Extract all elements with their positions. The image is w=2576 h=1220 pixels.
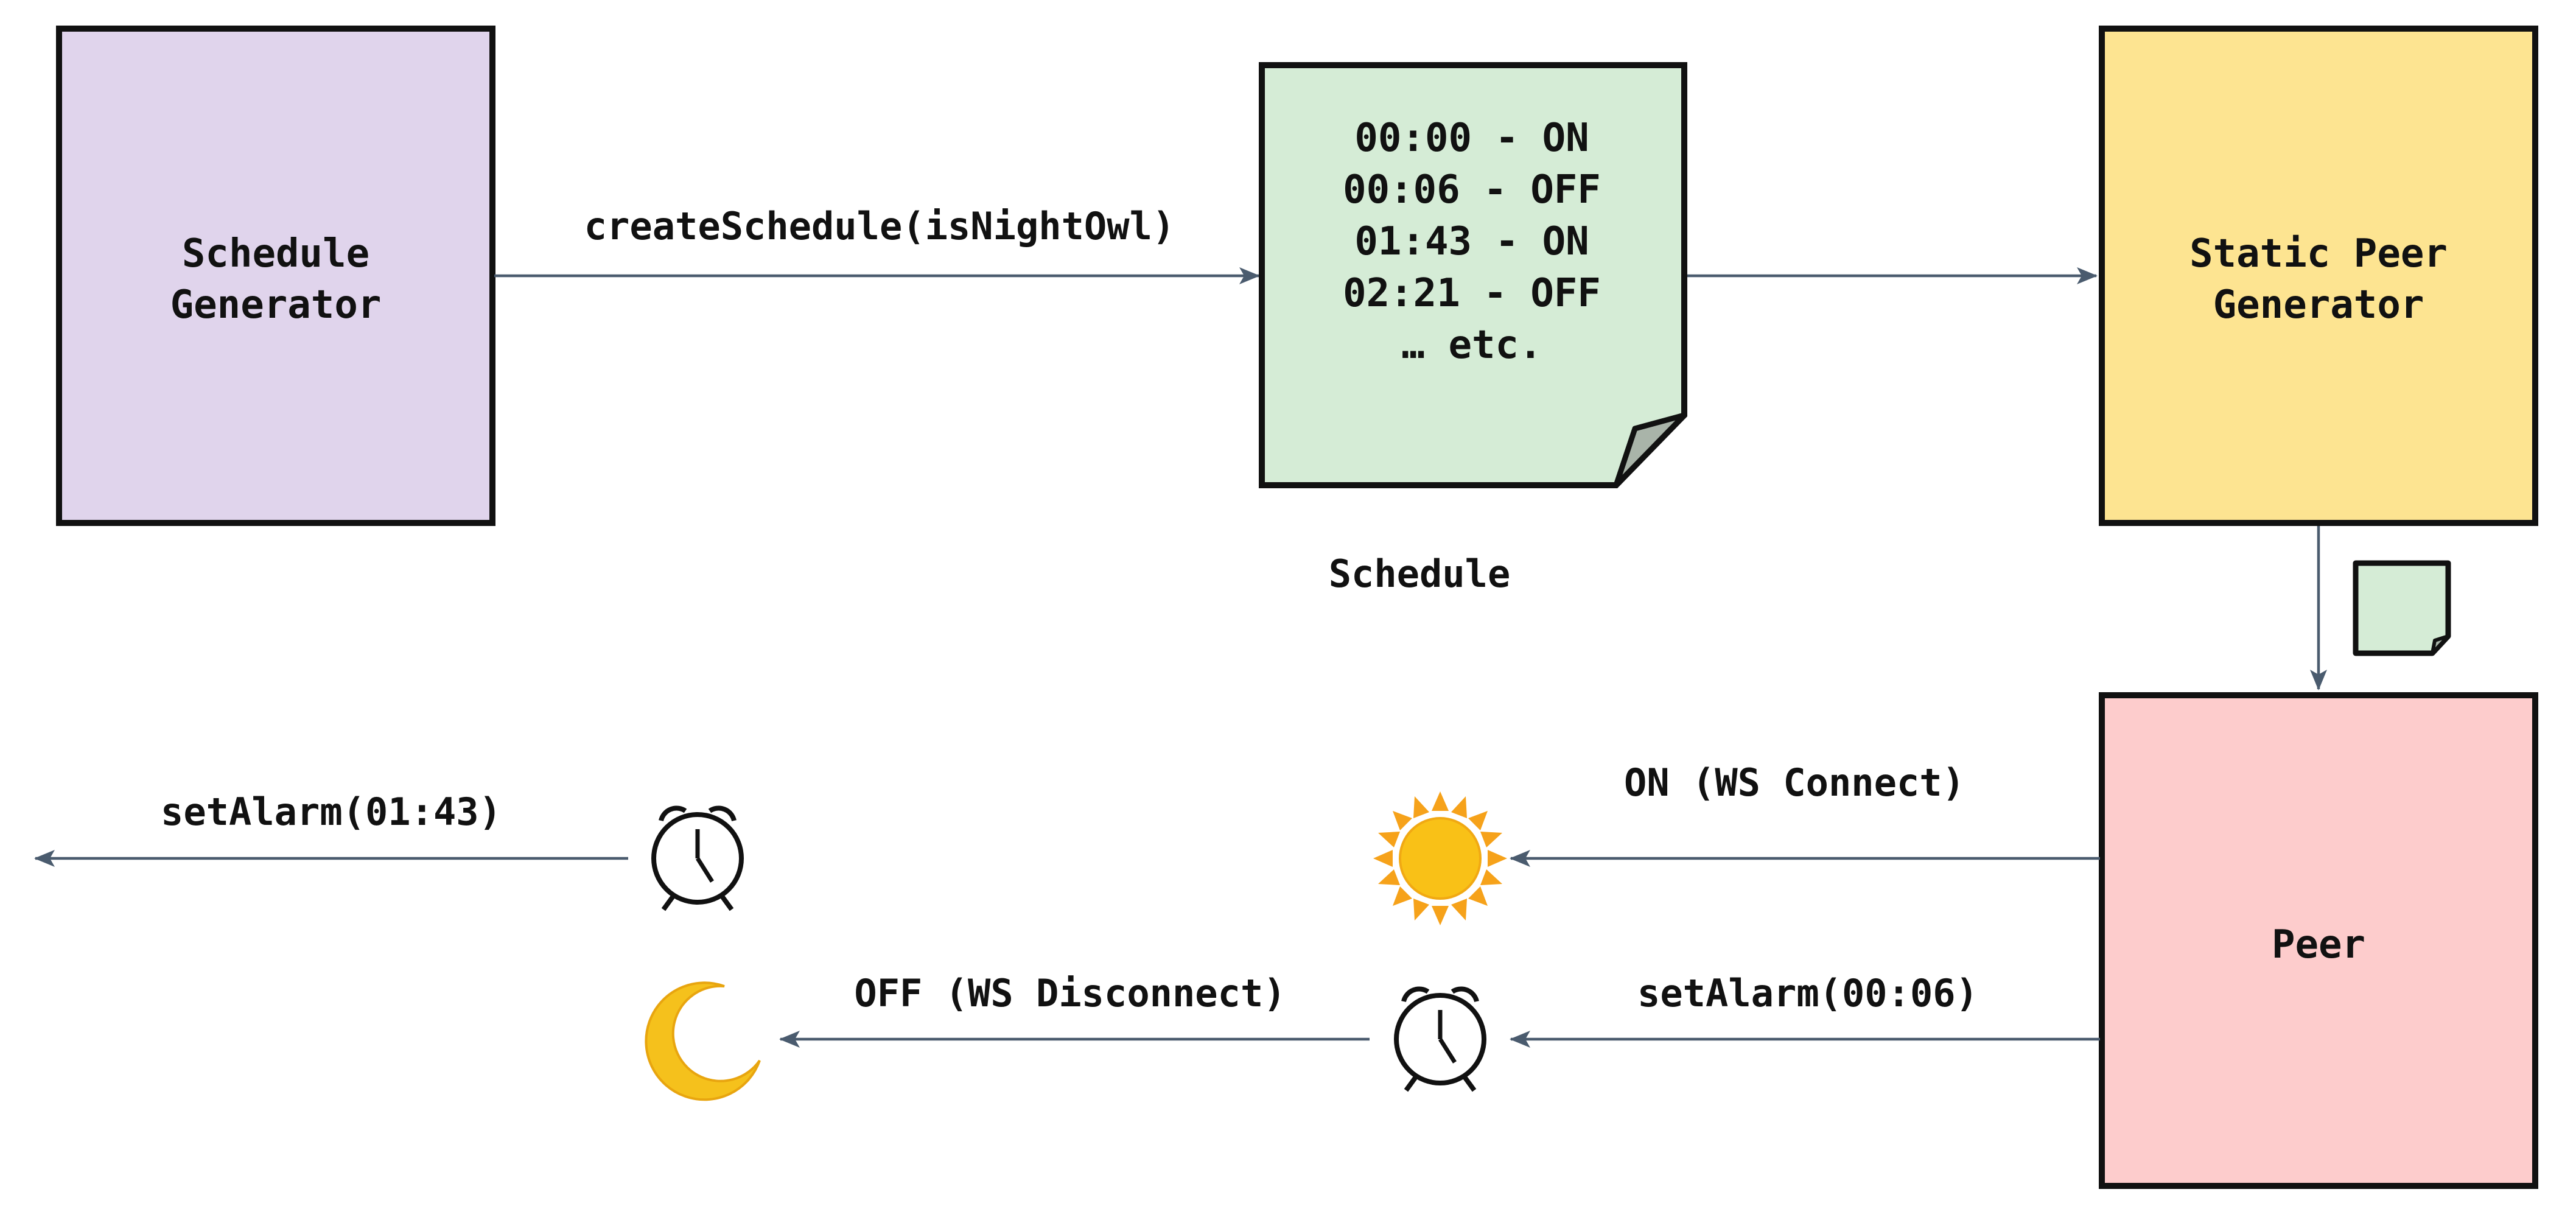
static-peer-generator-label-line1: Static Peer <box>2189 231 2448 276</box>
moon-icon <box>645 981 761 1101</box>
schedule-document: 00:00 - ON 00:06 - OFF 01:43 - ON 02:21 … <box>1259 62 1687 488</box>
set-alarm-0143-label: setAlarm(01:43) <box>161 790 502 834</box>
create-schedule-label: createSchedule(isNightOwl) <box>584 204 1175 248</box>
alarm-clock-icon <box>1394 986 1486 1092</box>
schedule-entry: … etc. <box>1401 323 1542 368</box>
schedule-caption: Schedule <box>1329 552 1511 596</box>
schedule-generator-node: Schedule Generator <box>56 26 495 526</box>
alarm-clock-icon <box>651 805 744 911</box>
schedule-entry: 02:21 - OFF <box>1343 271 1601 316</box>
peer-node: Peer <box>2099 692 2538 1189</box>
document-icon <box>2353 560 2451 656</box>
on-connect-label: ON (WS Connect) <box>1624 760 1965 805</box>
schedule-entry: 00:06 - OFF <box>1343 167 1601 212</box>
sun-icon <box>1373 791 1507 925</box>
schedule-generator-label-line2: Generator <box>170 282 382 328</box>
off-disconnect-label: OFF (WS Disconnect) <box>854 971 1286 1015</box>
schedule-entry: 01:43 - ON <box>1354 219 1589 264</box>
static-peer-generator-label-line2: Generator <box>2213 282 2424 328</box>
peer-label: Peer <box>2272 922 2365 967</box>
schedule-entry: 00:00 - ON <box>1354 116 1589 161</box>
static-peer-generator-node: Static Peer Generator <box>2099 26 2538 526</box>
set-alarm-0006-label: setAlarm(00:06) <box>1637 971 1978 1015</box>
schedule-generator-label-line1: Schedule <box>182 231 369 276</box>
